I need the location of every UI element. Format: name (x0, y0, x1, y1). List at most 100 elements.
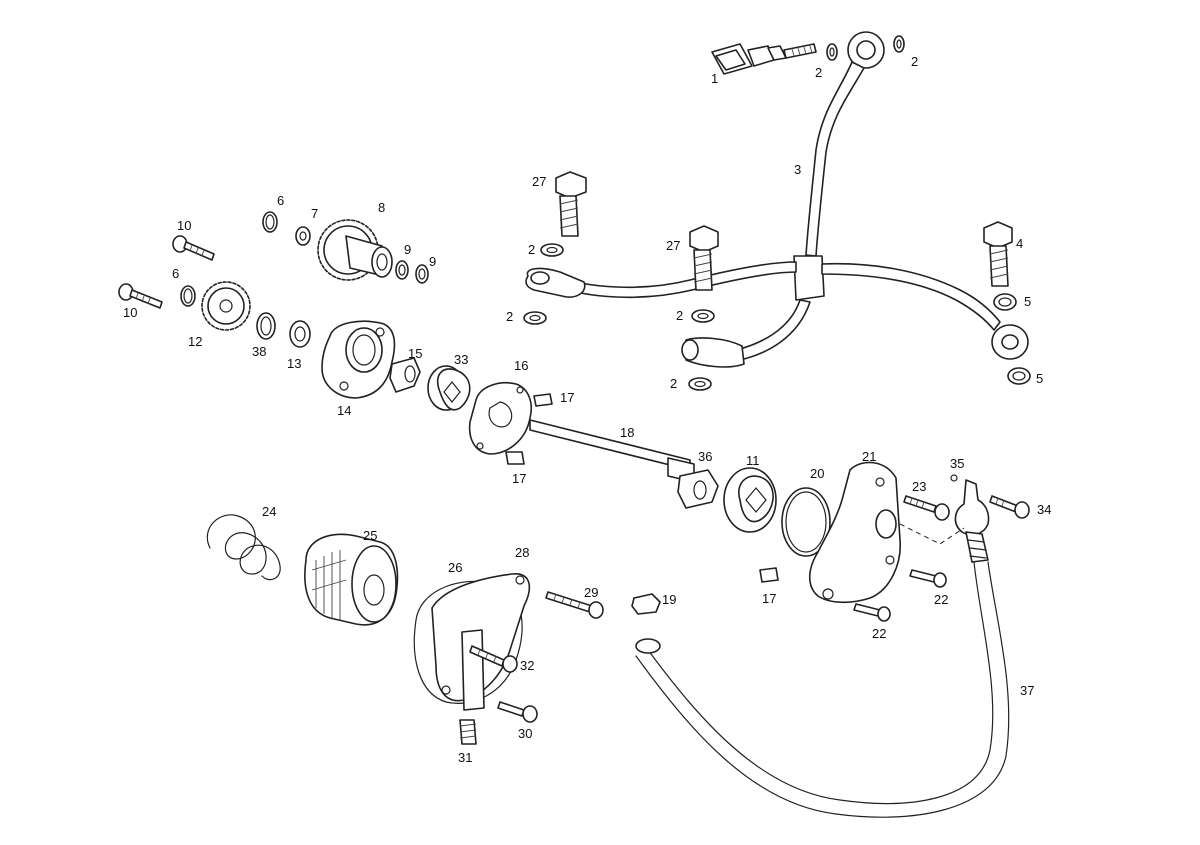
part-22-bolt-upper (909, 569, 947, 588)
part-2-washer-top-right (893, 35, 905, 53)
label-5: 5 (1024, 294, 1031, 309)
label-16: 16 (514, 358, 528, 373)
label-25: 25 (363, 528, 377, 543)
part-number-labels: 1 2 2 3 27 2 27 4 2 2 5 2 5 6 7 8 10 9 9… (123, 54, 1051, 765)
part-4-bolt (983, 221, 1013, 287)
part-29-bolt (545, 591, 604, 619)
label-1: 1 (711, 71, 718, 86)
label-21: 21 (862, 449, 876, 464)
label-32: 32 (520, 658, 534, 673)
label-28: 28 (515, 545, 529, 560)
label-22: 22 (934, 592, 948, 607)
part-32-bolt (469, 645, 518, 673)
label-6: 6 (172, 266, 179, 281)
label-29: 29 (584, 585, 598, 600)
part-9-washer-a (395, 260, 409, 280)
label-6: 6 (277, 193, 284, 208)
label-2: 2 (528, 242, 535, 257)
part-17-pin-upper (533, 393, 553, 407)
label-38: 38 (252, 344, 266, 359)
part-2-washer-lower-banjo (688, 377, 712, 391)
part-8-gear (317, 219, 393, 281)
label-4: 4 (1016, 236, 1023, 251)
part-24-spring (206, 514, 281, 581)
part-27-bolt-lower (689, 225, 719, 291)
part-27-bolt-upper (555, 171, 587, 237)
label-30: 30 (518, 726, 532, 741)
part-1-sensor (711, 43, 817, 75)
part-7-washer (295, 226, 311, 246)
label-10: 10 (177, 218, 191, 233)
label-7: 7 (311, 206, 318, 221)
label-9: 9 (404, 242, 411, 257)
part-10-bolt-upper (172, 235, 215, 261)
label-15: 15 (408, 346, 422, 361)
label-2: 2 (676, 308, 683, 323)
part-18-shaft (529, 419, 695, 483)
part-31-spring (459, 719, 477, 745)
part-2-washer-27b (691, 309, 715, 323)
part-33-rotor (427, 365, 471, 411)
label-27: 27 (532, 174, 546, 189)
part-13-seal (289, 320, 311, 348)
part-5-washer-lower (1007, 367, 1031, 385)
part-19-plug (631, 593, 661, 615)
part-9-washer-b (415, 264, 429, 284)
label-2: 2 (670, 376, 677, 391)
label-37: 37 (1020, 683, 1034, 698)
part-22-bolt-lower (853, 603, 891, 622)
part-25-oil-filter (304, 533, 399, 626)
part-5-washer-upper (993, 293, 1017, 311)
part-2-washer-27a (540, 243, 564, 257)
label-8: 8 (378, 200, 385, 215)
part-17-pin-lower (505, 451, 525, 465)
part-38-circlip (256, 312, 276, 340)
part-12-gear (201, 281, 251, 331)
label-13: 13 (287, 356, 301, 371)
part-15-coupling (389, 357, 421, 393)
label-2: 2 (911, 54, 918, 69)
part-23-bolt (903, 495, 950, 521)
part-10-bolt-lower (118, 283, 163, 309)
label-26: 26 (448, 560, 462, 575)
part-28-filter-cover (431, 573, 531, 711)
label-33: 33 (454, 352, 468, 367)
part-34-bolt (989, 495, 1030, 519)
part-6-circlip-upper (262, 211, 278, 233)
part-37-hose (635, 531, 1010, 818)
label-5: 5 (1036, 371, 1043, 386)
label-2: 2 (506, 309, 513, 324)
label-14: 14 (337, 403, 351, 418)
label-23: 23 (912, 479, 926, 494)
label-35: 35 (950, 456, 964, 471)
part-16-plate (468, 382, 532, 455)
part-17-pin-right (759, 567, 779, 583)
part-2-washer-left-banjo (523, 311, 547, 325)
label-12: 12 (188, 334, 202, 349)
part-20-o-ring (781, 487, 831, 557)
label-36: 36 (698, 449, 712, 464)
part-11-rotor (723, 467, 777, 533)
label-17: 17 (560, 390, 574, 405)
part-21-pump-cover (808, 461, 901, 604)
label-24: 24 (262, 504, 276, 519)
label-17: 17 (762, 591, 776, 606)
label-19: 19 (662, 592, 676, 607)
label-2: 2 (815, 65, 822, 80)
label-3: 3 (794, 162, 801, 177)
part-6-circlip-lower (180, 285, 196, 307)
part-2-washer-top-left (826, 43, 838, 61)
label-22: 22 (872, 626, 886, 641)
label-18: 18 (620, 425, 634, 440)
label-11: 11 (746, 453, 760, 468)
part-3-oil-line (525, 31, 1029, 368)
label-31: 31 (458, 750, 472, 765)
part-36-coupling (677, 469, 719, 509)
label-9: 9 (429, 254, 436, 269)
label-10: 10 (123, 305, 137, 320)
label-34: 34 (1037, 502, 1051, 517)
part-14-pump-body (321, 320, 396, 399)
label-17: 17 (512, 471, 526, 486)
part-30-bolt (497, 701, 538, 723)
